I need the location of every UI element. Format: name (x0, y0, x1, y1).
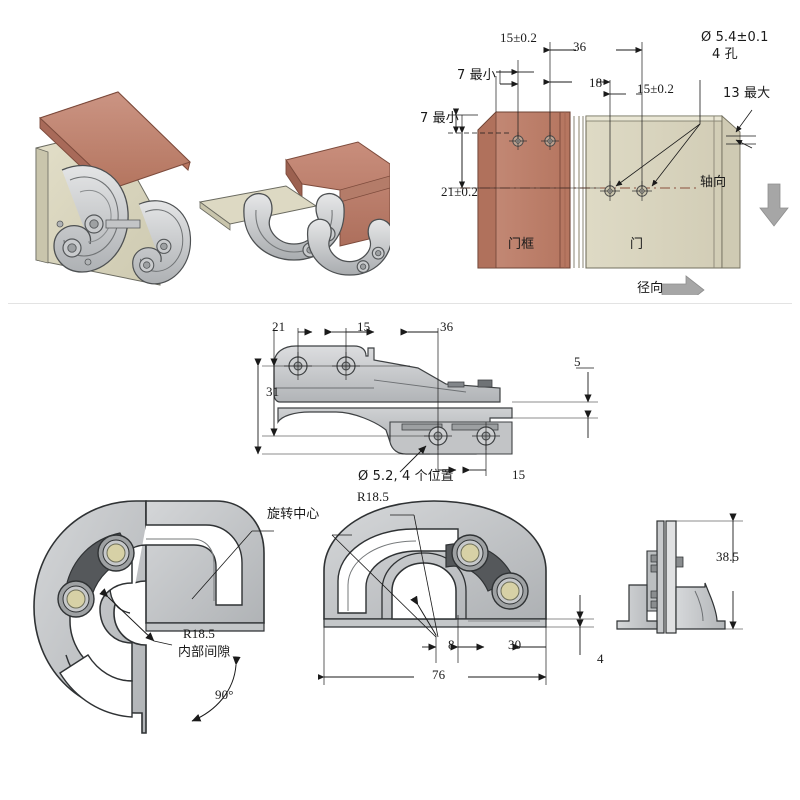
section-view-left (20, 495, 320, 745)
part-label-frame: 门框 (508, 237, 535, 252)
radial-direction-label: 径向 (637, 281, 664, 296)
section-right-dim-8-label: 8 (448, 637, 455, 652)
part-label-door: 门 (630, 237, 644, 252)
internal-clearance-label: 内部间隙 (178, 645, 231, 660)
end-elevation-view (595, 495, 800, 655)
section-right-radius-label: R18.5 (357, 489, 389, 504)
dim-15-right-label: 15±0.2 (637, 81, 674, 96)
frame-board-iso-open (285, 141, 390, 247)
dim-15-top-label: 15±0.2 (500, 30, 537, 45)
section-right-dim-30-label: 30 (508, 637, 522, 652)
profile-dim-15-top-label: 15 (357, 319, 371, 334)
profile-dim-15-bottom-label: 15 (512, 467, 526, 482)
dim-36-label: 36 (573, 39, 587, 54)
end-view-right-body (675, 556, 726, 630)
end-view-left-body (616, 550, 658, 630)
section-right-dim-4-label: 4 (597, 651, 604, 666)
section-divider (8, 303, 792, 304)
frame-holes (509, 132, 559, 150)
rotation-center-label: 旋转中心 (267, 507, 320, 522)
iso-view-right (190, 128, 390, 288)
profile-dim-31-label: 31 (266, 384, 280, 399)
hinge-cup-section-left (33, 500, 265, 734)
dim-18-label: 18 (589, 75, 603, 90)
iso-view-left (10, 70, 225, 295)
axial-direction-arrow (759, 183, 789, 227)
dim-13-max-label: 13 最大 (723, 86, 771, 101)
radial-direction-arrow (661, 275, 705, 295)
end-view-dim-38-5-label: 38.5 (716, 549, 740, 564)
hinge-cup-back (307, 218, 390, 276)
hinge-profile-view (250, 312, 650, 492)
hole-spec-diameter-label: Ø 5.4±0.1 (701, 30, 769, 45)
profile-dim-36-label: 36 (440, 319, 454, 334)
hinge-lower-arm (277, 407, 513, 455)
frame-slab (477, 111, 571, 269)
door-slab (585, 114, 741, 269)
angle-90-label: 90° (215, 687, 234, 702)
end-view-plate (656, 520, 677, 634)
profile-hole-note-label: Ø 5.2, 4 个位置 (358, 469, 454, 484)
dim-7-min-lower-label: 7 最小 (420, 111, 459, 126)
dim-21-tol-label: 21±0.2 (441, 184, 478, 199)
profile-dim-21-label: 21 (272, 319, 286, 334)
axial-direction-label: 轴向 (700, 175, 727, 190)
profile-dim-5-label: 5 (574, 354, 581, 369)
hinge-assembly-right (132, 200, 191, 285)
hole-spec-count-label: 4 孔 (712, 47, 738, 62)
hinge-link-bar (105, 219, 141, 229)
section-right-dim-76-label: 76 (432, 667, 446, 682)
hinge-cup-section-right (323, 500, 547, 628)
dim-7-min-upper-label: 7 最小 (457, 68, 496, 83)
mounting-pattern-view (400, 20, 800, 295)
section-left-radius-label: R18.5 (183, 626, 215, 641)
section-view-right (318, 495, 608, 695)
hinge-assembly-left (53, 164, 129, 273)
hinge-upper-arm (273, 345, 501, 403)
